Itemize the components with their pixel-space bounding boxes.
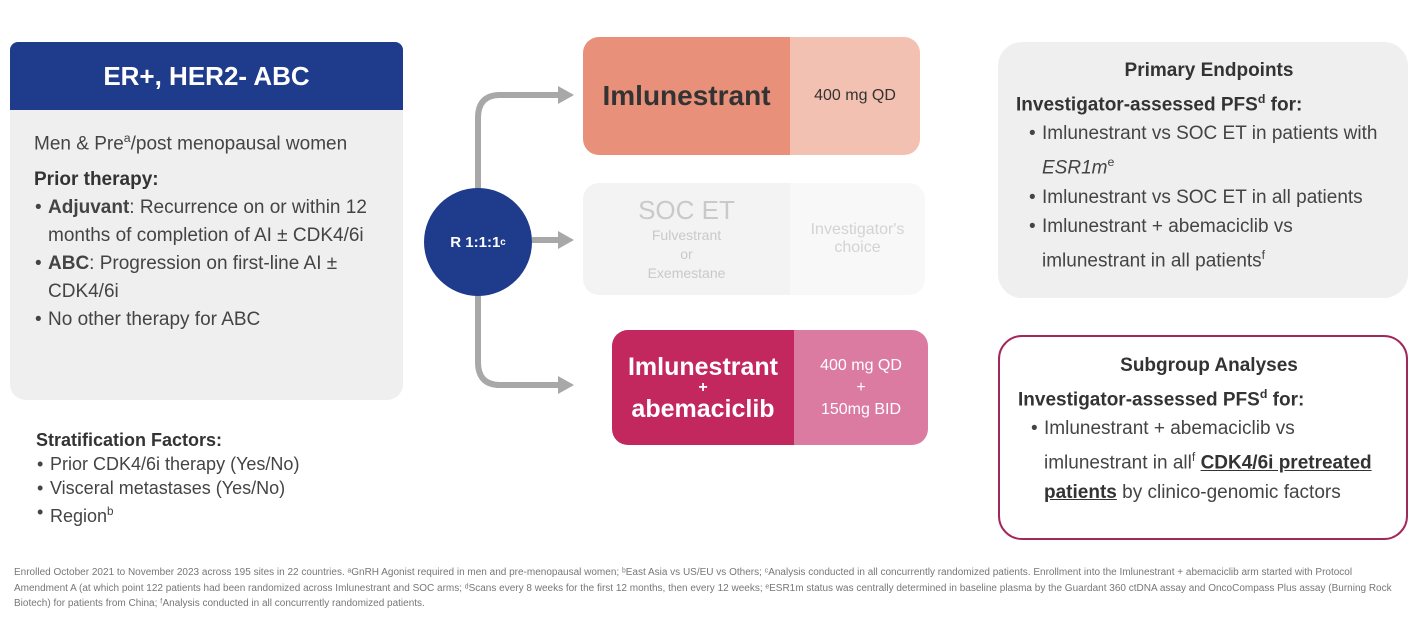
primary-endpoints: Primary Endpoints Investigator-assessed … — [998, 42, 1408, 298]
endpoint: Imlunestrant + abemaciclib vs imlunestra… — [1029, 212, 1390, 275]
subgroup-analyses: Subgroup Analyses Investigator-assessed … — [998, 335, 1408, 540]
arm-imlunestrant: Imlunestrant 400 mg QD — [583, 37, 920, 155]
prior-therapy-label: Prior therapy: — [34, 169, 159, 191]
criterion: No other therapy for ABC — [35, 306, 387, 334]
endpoint: Imlunestrant vs SOC ET in all patients — [1029, 183, 1390, 212]
stratification-factors: Stratification Factors: Prior CDK4/6i th… — [36, 428, 299, 528]
endpoint: Imlunestrant vs SOC ET in patients with … — [1029, 119, 1390, 182]
eligibility-criteria: Men & Prea/post menopausal women Prior t… — [10, 110, 403, 400]
factor: Prior CDK4/6i therapy (Yes/No) — [37, 452, 299, 476]
stratification-title: Stratification Factors: — [36, 430, 223, 450]
factor: Visceral metastases (Yes/No) — [37, 476, 299, 500]
factor: Regionb — [37, 500, 299, 528]
arm-soc-et: SOC ET Fulvestrant or Exemestane Investi… — [583, 183, 925, 295]
eligibility-title: ER+, HER2- ABC — [10, 42, 403, 110]
footnote: Enrolled October 2021 to November 2023 a… — [14, 567, 1392, 609]
criterion: Adjuvant: Recurrence on or within 12 mon… — [35, 194, 387, 250]
criterion: ABC: Progression on first-line AI ± CDK4… — [35, 250, 387, 306]
arm-imlunestrant-abemaciclib: Imlunestrant + abemaciclib 400 mg QD+150… — [612, 330, 928, 445]
population: Men & Prea/post menopausal women — [34, 131, 348, 155]
subgroup-item: Imlunestrant + abemaciclib vs imlunestra… — [1031, 414, 1388, 506]
